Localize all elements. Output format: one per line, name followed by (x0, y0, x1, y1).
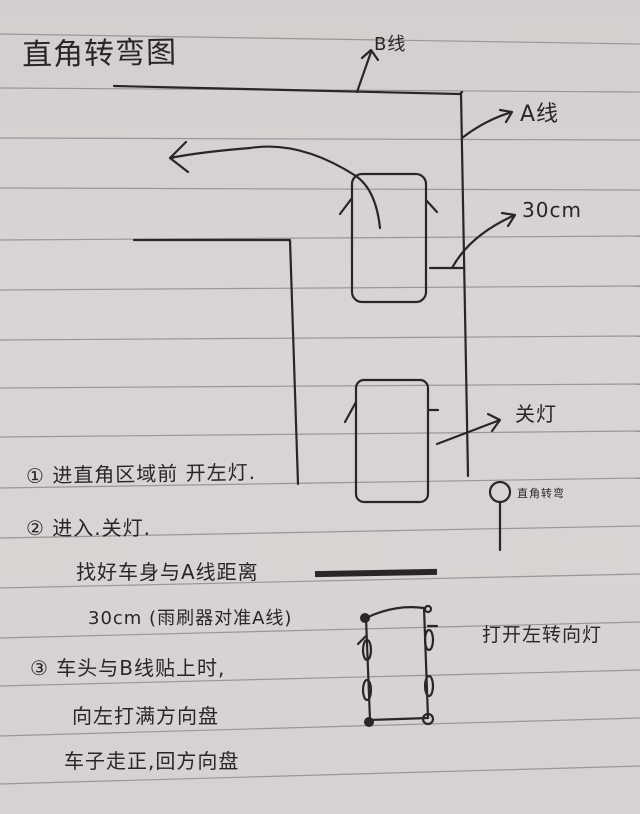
lights-off-pointer-arrow (435, 412, 502, 446)
a-line (459, 91, 470, 478)
step-3-number: ③ (30, 656, 49, 680)
car-upper (350, 172, 428, 304)
step-1-number: ① (25, 463, 46, 488)
step-1: ① 进直角区域前 开左灯. (26, 456, 256, 489)
car-lower (354, 378, 430, 504)
distance-pointer-arrow (450, 211, 517, 270)
step-1-line-1: 进直角区域前 开左灯. (52, 459, 257, 488)
step-3-line-2: 向左打满方向盘 (72, 704, 219, 728)
car-upper-mirror-left (338, 196, 354, 216)
a-pointer-arrow (460, 108, 514, 140)
car-lower-mirror-left (343, 400, 358, 424)
step-3: ③ 车头与B线贴上时, (30, 652, 225, 681)
step-2-line-2: 找好车身与A线距离 (76, 560, 259, 584)
step-2-number: ② (26, 516, 45, 540)
b-pointer-arrow (355, 48, 380, 94)
step-2-line-3: 30cm (雨刷器对准A线) (88, 608, 293, 629)
car-topview-body (364, 606, 430, 722)
page-title: 直角转弯图 (21, 35, 178, 73)
step-2: ② 进入.关灯. (26, 512, 151, 541)
step-3-line-3: 车子走正,回方向盘 (64, 749, 240, 773)
a-line-label: A线 (520, 102, 560, 127)
step-2-line-1: 进入.关灯. (52, 516, 152, 540)
inner-boundary (132, 238, 300, 486)
step-3-line-1: 车头与B线贴上时, (56, 656, 226, 680)
lights-off-label: 关灯 (515, 402, 557, 426)
car-upper-mirror-right (424, 198, 439, 214)
distance-label: 30cm (522, 198, 582, 222)
b-line-label: B线 (374, 34, 407, 55)
turn-signal-label: 打开左转向灯 (482, 624, 603, 646)
sign-post-circle (488, 480, 512, 504)
sign-label: 直角转弯 (517, 487, 565, 500)
b-line (112, 84, 464, 96)
turn-path-arrow (168, 140, 382, 230)
stop-line (314, 568, 438, 578)
